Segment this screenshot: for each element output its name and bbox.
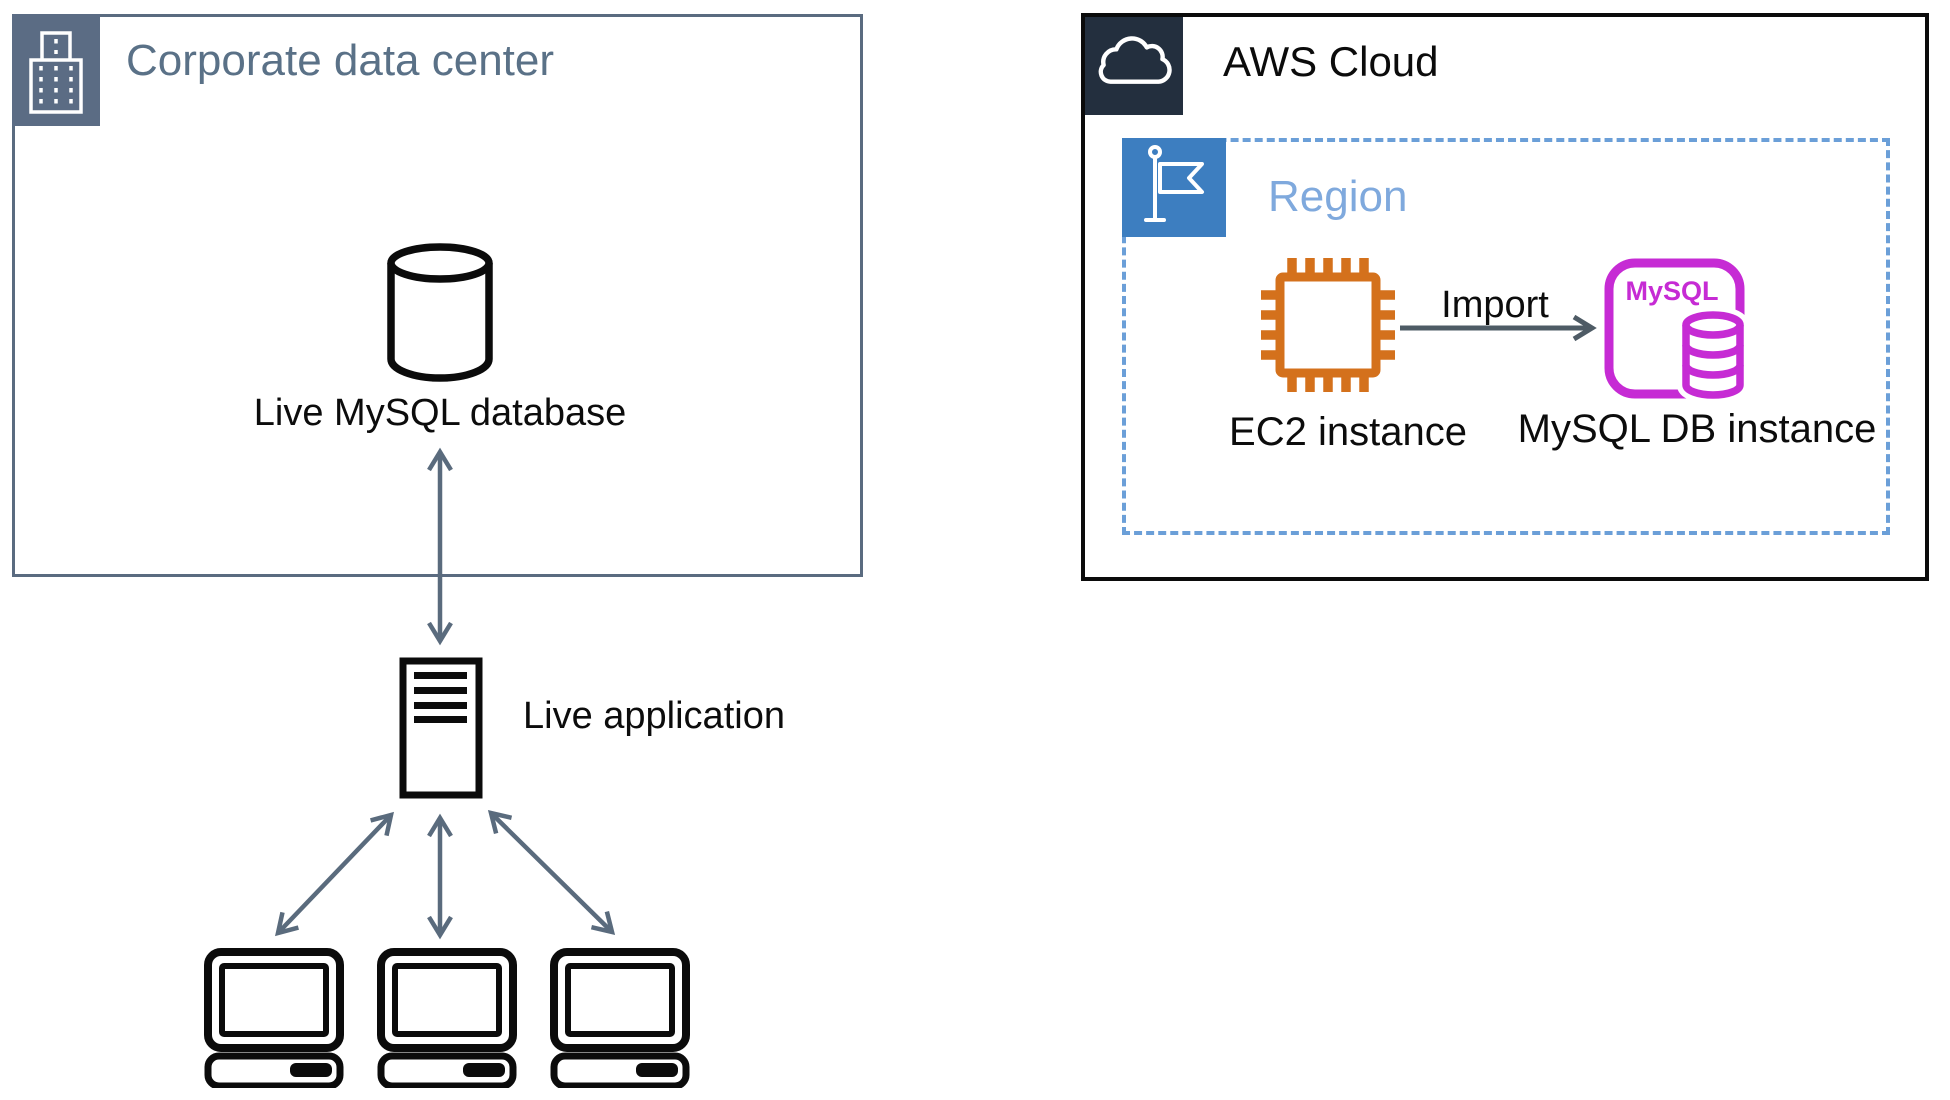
aws-cloud-header xyxy=(1085,17,1183,115)
cloud-icon xyxy=(1085,17,1183,115)
arrow-application-client-left xyxy=(275,811,394,937)
building-icon xyxy=(12,14,100,126)
corporate-data-center-title: Corporate data center xyxy=(126,36,555,85)
laptop-icon xyxy=(377,948,517,1088)
aws-cloud-title: AWS Cloud xyxy=(1223,38,1439,85)
ec2-chip-icon xyxy=(1258,255,1398,395)
region-box xyxy=(1122,138,1890,535)
mysql-database-icon xyxy=(1602,256,1747,401)
mysql-db-instance-label: MySQL DB instance xyxy=(1517,407,1877,451)
live-mysql-database-label: Live MySQL database xyxy=(253,392,627,434)
arrow-application-client-right xyxy=(487,809,616,936)
database-cylinder-icon xyxy=(387,242,493,384)
import-label: Import xyxy=(1441,284,1549,326)
corporate-data-center-header xyxy=(12,14,100,126)
mysql-logo-text: MySQL xyxy=(1625,276,1719,306)
laptop-icon xyxy=(550,948,690,1088)
laptop-icon xyxy=(204,948,344,1088)
region-header xyxy=(1122,138,1226,237)
server-icon xyxy=(399,657,483,799)
ec2-instance-label: EC2 instance xyxy=(1229,410,1467,454)
live-application-label: Live application xyxy=(523,695,785,737)
flag-icon xyxy=(1122,138,1226,237)
aws-cloud-box xyxy=(1081,13,1929,581)
region-title: Region xyxy=(1268,172,1408,221)
